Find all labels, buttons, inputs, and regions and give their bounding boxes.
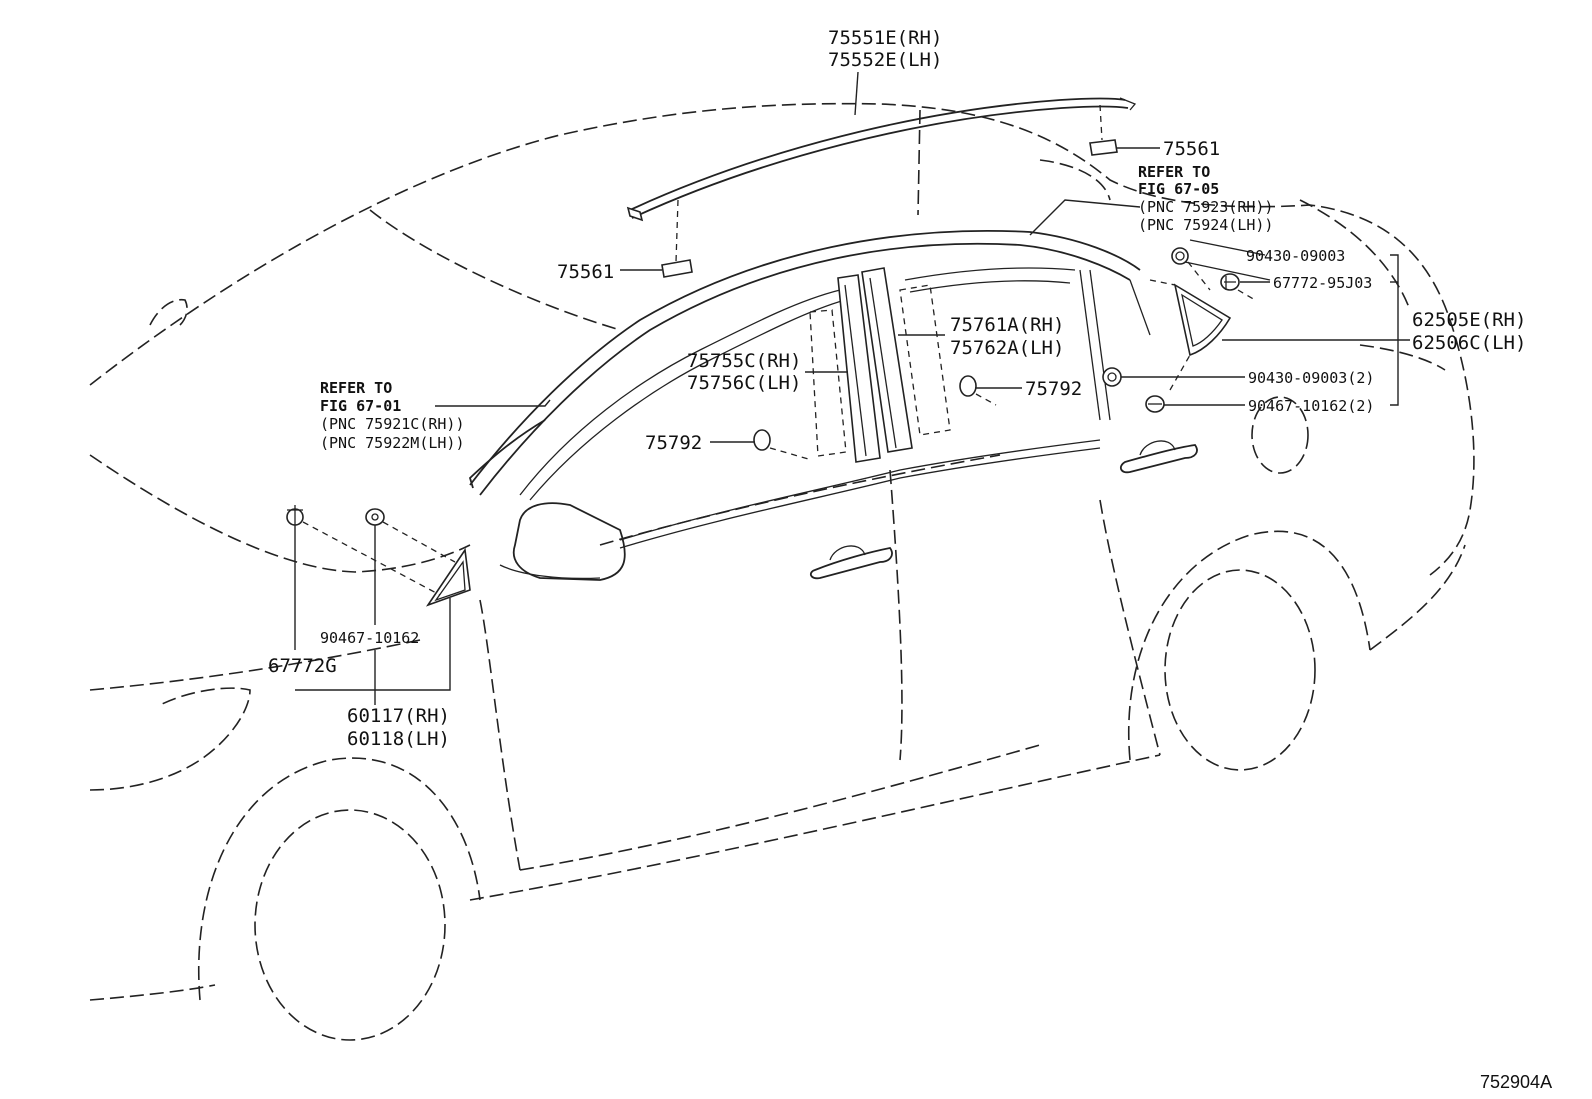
leader-lines	[294, 71, 1410, 705]
label-pillar-a-rh: 75761A(RH)	[950, 314, 1064, 336]
clip-75561-front	[661, 199, 693, 278]
roof-molding	[626, 97, 1137, 222]
label-rear-clip-3: 90430-09003(2)	[1248, 369, 1374, 387]
part-labels: 75551E(RH) 75552E(LH) 75561 75561 75761A…	[268, 27, 1526, 750]
ref-note-front: REFER TO FIG 67-01 (PNC 75921C(RH)) (PNC…	[320, 379, 465, 452]
label-pillar-a-lh: 75762A(LH)	[950, 337, 1064, 359]
label-clip-75792-right: 75792	[1025, 378, 1082, 400]
clip-75561-rear	[1089, 104, 1118, 156]
ref-front-line3: (PNC 75921C(RH))	[320, 415, 465, 433]
ref-rear-line4: (PNC 75924(LH))	[1138, 216, 1273, 234]
label-front-clip-2: 67772G	[268, 655, 337, 677]
ref-rear-line1: REFER TO	[1138, 163, 1210, 181]
label-front-clip-1: 90467-10162	[320, 629, 419, 647]
label-clip-rear: 75561	[1163, 138, 1220, 160]
label-pillar-c-lh: 75756C(LH)	[687, 372, 801, 394]
label-rear-clip-2: 67772-95J03	[1273, 274, 1372, 292]
car-body-outline	[89, 102, 1475, 1041]
pillar-garnish-a	[861, 267, 951, 453]
ref-front-line2: FIG 67-01	[320, 397, 401, 415]
rear-clips	[1102, 247, 1256, 413]
clip-75792-left	[753, 429, 813, 461]
label-roof-molding-lh: 75552E(LH)	[828, 49, 942, 71]
label-mirror-garnish-lh: 60118(LH)	[347, 728, 450, 750]
label-rear-clip-4: 90467-10162(2)	[1248, 397, 1374, 415]
label-quarter-panel-lh: 62506C(LH)	[1412, 332, 1526, 354]
label-mirror-garnish-rh: 60117(RH)	[347, 705, 450, 727]
quarter-window-panel	[1149, 279, 1232, 391]
pillar-garnish-c	[809, 274, 881, 463]
front-mirror-garnish	[286, 505, 471, 607]
figure-id: 752904A	[1480, 1072, 1552, 1092]
label-clip-front: 75561	[557, 261, 614, 283]
ref-rear-line2: FIG 67-05	[1138, 180, 1219, 198]
label-rear-clip-1: 90430-09003	[1246, 247, 1345, 265]
ref-note-rear: REFER TO FIG 67-05 (PNC 75923(RH)) (PNC …	[1138, 163, 1273, 234]
window-frame	[468, 229, 1198, 581]
label-roof-molding-rh: 75551E(RH)	[828, 27, 942, 49]
clip-75792-right	[959, 375, 997, 406]
ref-front-line1: REFER TO	[320, 379, 392, 397]
ref-rear-line3: (PNC 75923(RH))	[1138, 198, 1273, 216]
label-pillar-c-rh: 75755C(RH)	[687, 350, 801, 372]
ref-front-line4: (PNC 75922M(LH))	[320, 434, 465, 452]
label-quarter-panel-rh: 62505E(RH)	[1412, 309, 1526, 331]
label-clip-75792-left: 75792	[645, 432, 702, 454]
